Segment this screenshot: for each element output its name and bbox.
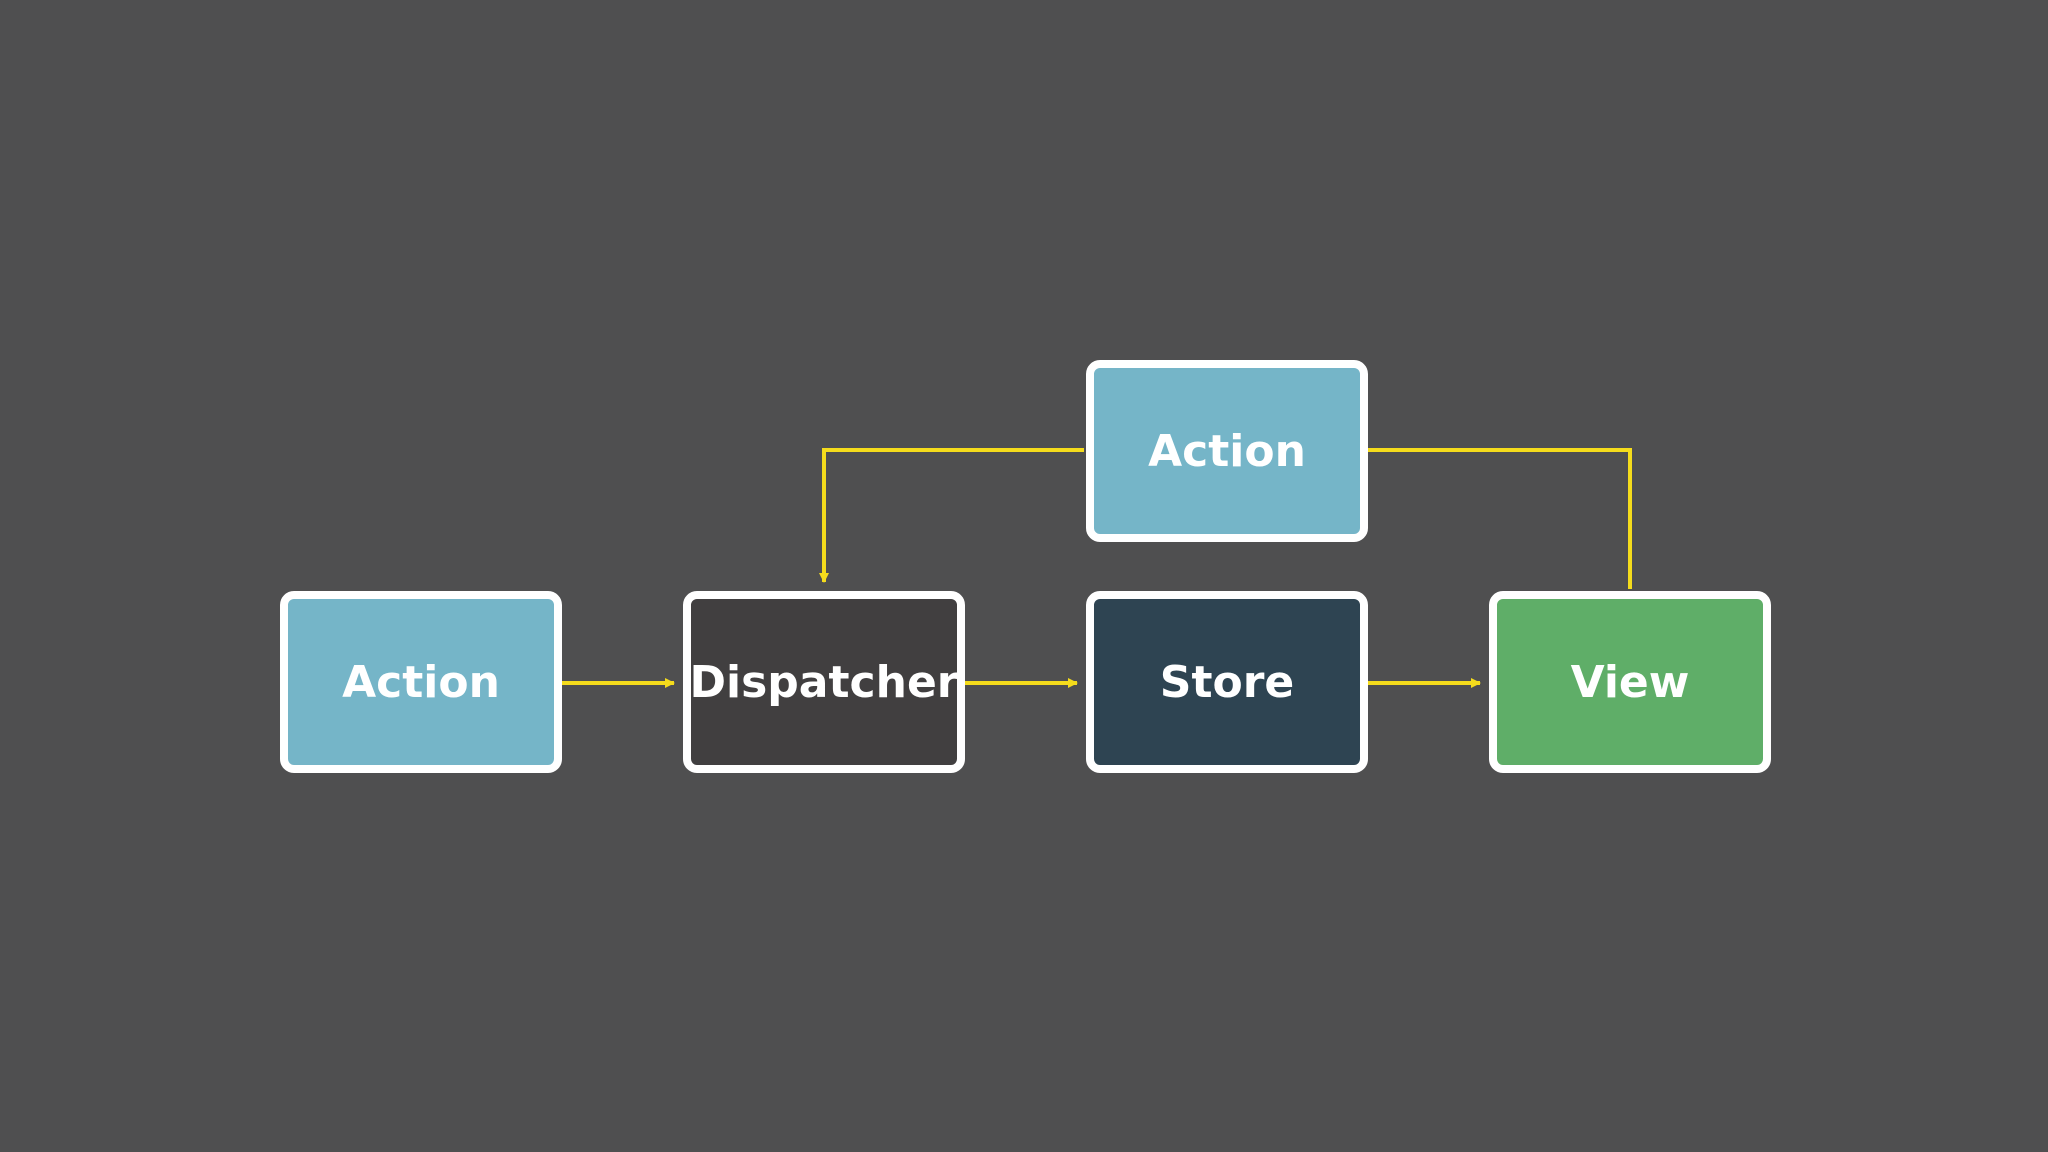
edge-action-top-to-dispatcher <box>819 448 1084 583</box>
view-node: View <box>1489 591 1771 773</box>
dispatcher-node-label: Dispatcher <box>689 656 959 708</box>
action-node-top-label: Action <box>1148 425 1306 477</box>
action-node: Action <box>280 591 562 773</box>
action-node-label: Action <box>342 656 500 708</box>
action-node-top: Action <box>1086 360 1368 542</box>
store-node: Store <box>1086 591 1368 773</box>
view-node-label: View <box>1570 656 1690 708</box>
dispatcher-node: Dispatcher <box>683 591 965 773</box>
store-node-label: Store <box>1159 656 1295 708</box>
edge-view-to-action-top <box>1367 448 1632 589</box>
